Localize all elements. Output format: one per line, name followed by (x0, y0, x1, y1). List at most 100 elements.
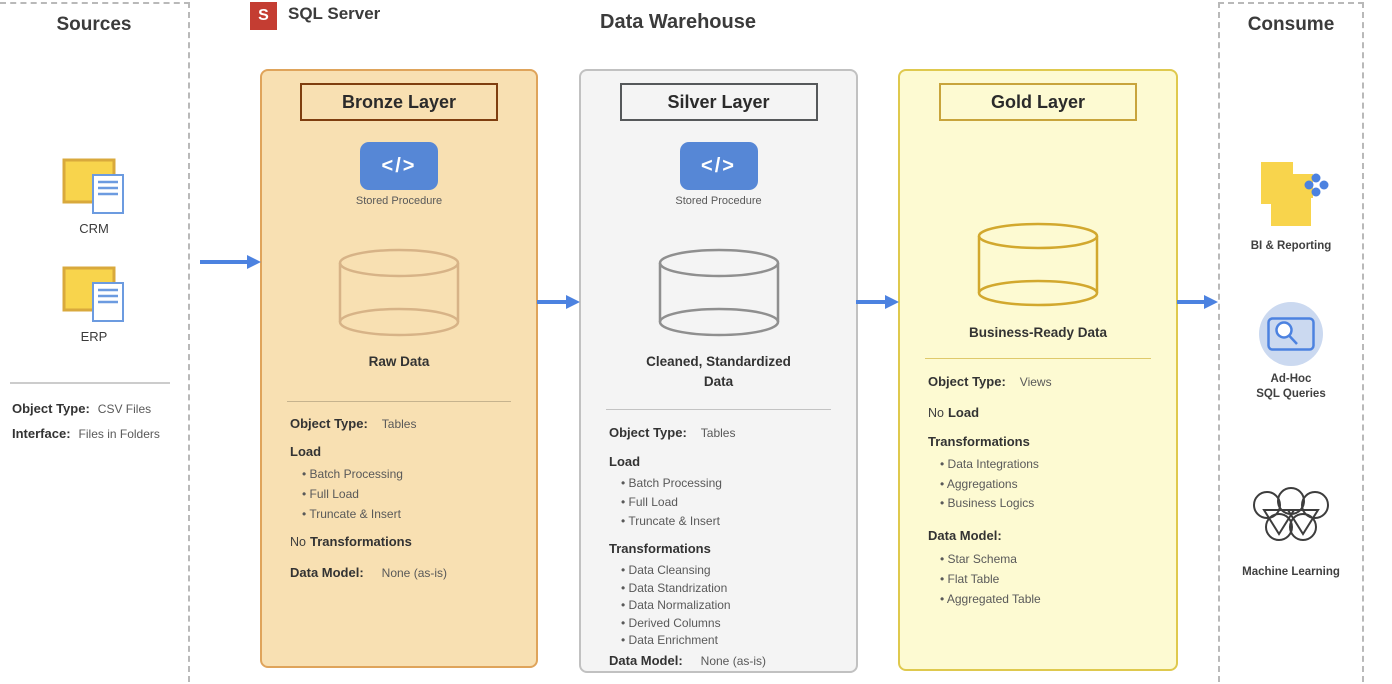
silver-load-list: Batch Processing Full Load Truncate & In… (621, 474, 722, 531)
object-type-label: Object Type: (12, 401, 90, 416)
load-label: Load (947, 405, 980, 420)
bronze-layer-title: Bronze Layer (300, 83, 498, 121)
interface-label: Interface: (12, 426, 71, 441)
consume-panel: Consume BI & Reporting (1218, 2, 1364, 682)
list-item: Truncate & Insert (302, 504, 403, 524)
bronze-object-type: Object Type: Tables (290, 415, 416, 433)
source-label: ERP (80, 329, 108, 344)
database-cylinder-icon (338, 248, 460, 337)
adhoc-circle-background (1259, 302, 1323, 366)
consume-item-label: Ad-Hoc SQL Queries (1220, 372, 1362, 402)
gold-transformations-heading: Transformations (928, 434, 1030, 449)
sql-server-letter: S (258, 7, 269, 24)
list-item: Flat Table (940, 569, 1041, 589)
silver-data-model: Data Model: None (as-is) (609, 652, 766, 670)
list-item: Data Integrations (940, 455, 1039, 475)
list-item: Data Cleansing (621, 562, 731, 580)
object-type-value: CSV Files (97, 402, 152, 416)
list-item: Star Schema (940, 549, 1041, 569)
list-item: Business Logics (940, 494, 1039, 514)
list-item: Derived Columns (621, 615, 731, 633)
flow-arrow-silver-to-gold (856, 295, 899, 309)
no-label: No (928, 406, 944, 420)
bi-reporting-icon (1261, 162, 1329, 226)
label-line: Cleaned, Standardized (646, 354, 791, 369)
label-line: Ad-Hoc (1270, 373, 1312, 385)
magnifier-query-icon (1267, 317, 1315, 351)
list-item: Full Load (621, 493, 722, 512)
gold-transformations-list: Data Integrations Aggregations Business … (940, 455, 1039, 514)
list-item: Truncate & Insert (621, 512, 722, 531)
list-item: Batch Processing (302, 464, 403, 484)
code-glyph: </> (701, 154, 736, 177)
neural-network-icon (1253, 487, 1329, 541)
list-item: Data Enrichment (621, 632, 731, 650)
silver-transformations-heading: Transformations (609, 541, 711, 556)
consume-adhoc-sql: Ad-Hoc SQL Queries (1220, 302, 1362, 402)
object-type-label: Object Type: (928, 374, 1006, 389)
silver-object-type: Object Type: Tables (609, 424, 735, 442)
gold-data-model-heading: Data Model: (928, 528, 1002, 543)
stored-procedure-label: Stored Procedure (355, 195, 443, 207)
divider (606, 409, 831, 410)
object-type-label: Object Type: (609, 425, 687, 440)
object-type-label: Object Type: (290, 416, 368, 431)
bronze-load-list: Batch Processing Full Load Truncate & In… (302, 464, 403, 524)
gold-data-model-list: Star Schema Flat Table Aggregated Table (940, 549, 1041, 609)
list-item: Full Load (302, 484, 403, 504)
gold-layer-card: Gold Layer Business-Ready Data Object Ty… (898, 69, 1178, 671)
consume-item-label: Machine Learning (1242, 566, 1340, 578)
data-model-label: Data Model: (290, 565, 364, 580)
list-item: Data Standrization (621, 580, 731, 598)
consume-bi-reporting: BI & Reporting (1220, 160, 1362, 254)
object-type-value: Views (1019, 375, 1052, 389)
sources-title: Sources (56, 14, 132, 35)
divider (287, 401, 511, 402)
list-item: Batch Processing (621, 474, 722, 493)
silver-layer-title: Silver Layer (619, 83, 818, 121)
stored-procedure-icon: </> (360, 142, 438, 190)
list-item: Aggregated Table (940, 589, 1041, 609)
sources-panel: Sources CRM ERP Object Type:CS (0, 2, 190, 682)
sources-interface: Interface: Files in Folders (12, 425, 160, 443)
flow-arrow-sources-to-bronze (200, 255, 261, 269)
no-label: No (290, 535, 306, 549)
consume-machine-learning: Machine Learning (1220, 484, 1362, 580)
bronze-layer-card: Bronze Layer </> Stored Procedure Raw Da… (260, 69, 538, 668)
sql-server-label: SQL Server (288, 4, 381, 23)
object-type-value: Tables (700, 426, 736, 440)
data-model-value: None (as-is) (700, 654, 767, 668)
silver-data-label: Cleaned, Standardized Data (581, 352, 856, 392)
consume-title: Consume (1247, 14, 1335, 35)
data-model-label: Data Model: (609, 653, 683, 668)
source-erp: ERP (0, 266, 188, 344)
file-icon (62, 158, 124, 214)
source-crm: CRM (0, 158, 188, 236)
label-line: SQL Queries (1256, 388, 1326, 400)
bronze-load-heading: Load (290, 444, 322, 459)
gold-object-type: Object Type: Views (928, 373, 1052, 391)
silver-layer-card: Silver Layer </> Stored Procedure Cleane… (579, 69, 858, 673)
source-label: CRM (79, 221, 109, 236)
divider (10, 382, 170, 384)
transformations-label: Transformations (309, 534, 412, 549)
data-model-value: None (as-is) (381, 566, 448, 580)
sql-server-icon: S (250, 2, 277, 30)
label-line: Data (703, 374, 734, 389)
code-glyph: </> (381, 154, 417, 177)
database-cylinder-icon (977, 222, 1099, 307)
sources-object-type: Object Type: CSV Files (12, 400, 151, 418)
silver-transformations-list: Data Cleansing Data Standrization Data N… (621, 562, 731, 650)
database-cylinder-icon (658, 248, 779, 337)
stored-procedure-label: Stored Procedure (675, 195, 762, 207)
bronze-data-label: Raw Data (368, 354, 430, 369)
interface-value: Files in Folders (78, 427, 160, 441)
gold-layer-title: Gold Layer (939, 83, 1137, 121)
list-item: Data Normalization (621, 597, 731, 615)
object-type-value: Tables (381, 417, 417, 431)
consume-item-label: BI & Reporting (1250, 240, 1332, 252)
gold-data-label: Business-Ready Data (968, 325, 1108, 340)
flow-arrow-gold-to-consume (1177, 295, 1218, 309)
